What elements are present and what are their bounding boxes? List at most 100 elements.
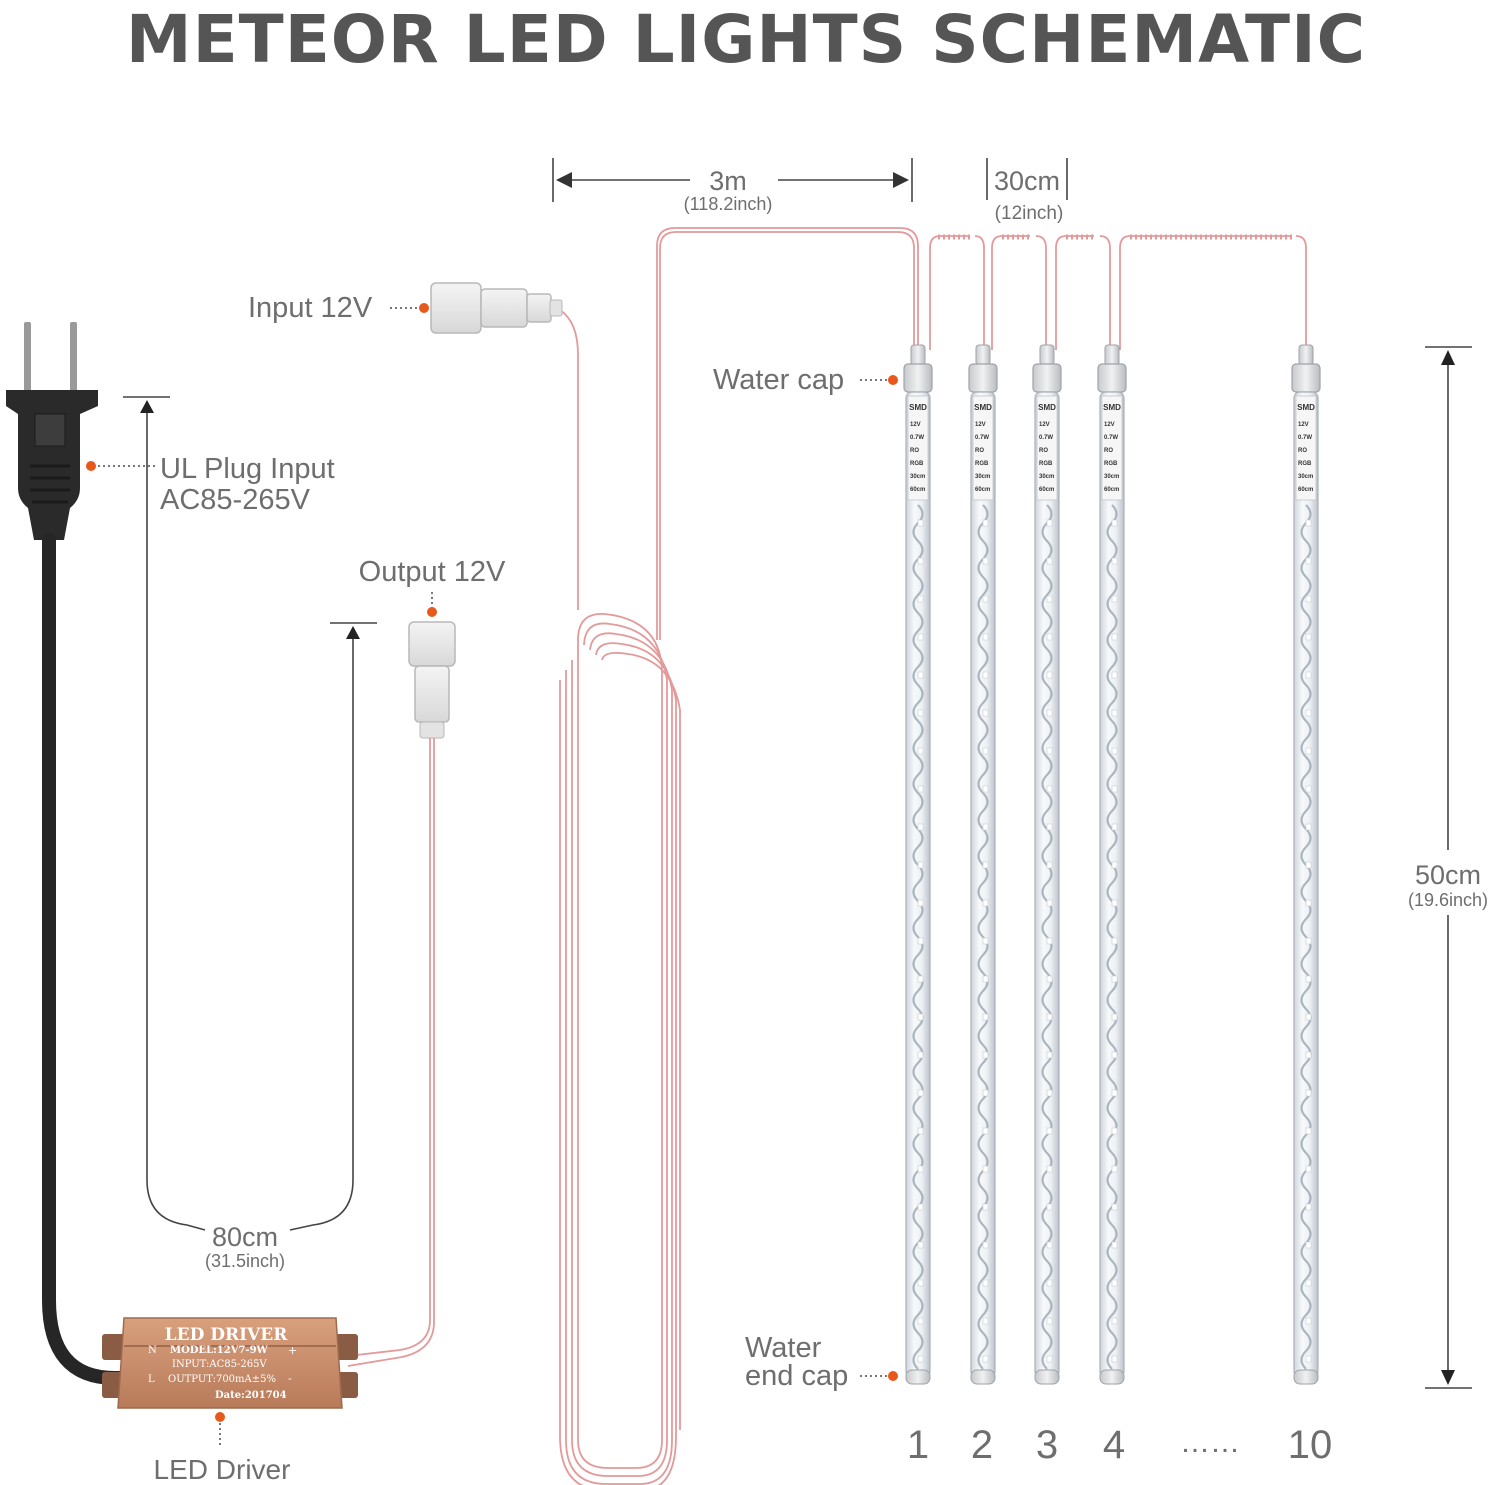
- tube-led-chip: [1305, 1127, 1312, 1135]
- tube-led-chip: [1111, 937, 1118, 945]
- tube-led-chip: [1305, 595, 1312, 603]
- driver-marker-icon: [215, 1412, 225, 1422]
- tube-label-text: 60cm: [1298, 487, 1313, 493]
- water-cap-label: Water cap: [713, 364, 844, 396]
- tube-led-chip: [917, 1051, 924, 1059]
- plug-marker-icon: [86, 461, 96, 471]
- tube-led-chip: [917, 709, 924, 717]
- tube-led-chip: [917, 861, 924, 869]
- tube-led-chip: [1305, 557, 1312, 565]
- tube-twist-strip: [912, 504, 924, 1370]
- water-end-cap: [1293, 1369, 1319, 1385]
- tube-twist-strip: [1106, 504, 1118, 1370]
- tube-cap-nipple: [1298, 344, 1314, 366]
- tube-led-chip: [917, 1013, 924, 1021]
- tube-led-chip: [1111, 519, 1118, 527]
- tube-label-smd: SMD: [1038, 403, 1056, 412]
- led-driver-box: [102, 1317, 358, 1409]
- tube-led-chip: [1305, 1165, 1312, 1173]
- plug-cable-dimension: 80cm (31.5inch): [123, 396, 377, 1271]
- arrow-left-icon: [556, 172, 572, 188]
- tube-led-chip: [982, 899, 989, 907]
- tube-led-chip: [1305, 975, 1312, 983]
- tube-label-text: RGB: [1039, 461, 1053, 467]
- tube-led-chip: [982, 975, 989, 983]
- tube-led-chip: [982, 1317, 989, 1325]
- driver-input: INPUT:AC85-265V: [172, 1359, 267, 1370]
- water-cap: [968, 363, 998, 393]
- spacing-dimension: 30cm (12inch): [986, 158, 1068, 224]
- ul-plug: [6, 322, 135, 1385]
- tube-led-chip: [1046, 557, 1053, 565]
- tube-led-chip: [982, 1241, 989, 1249]
- tube-led-chip: [982, 1051, 989, 1059]
- tube-led-chip: [1111, 1089, 1118, 1097]
- tube-led-chip: [982, 937, 989, 945]
- tube-led-chip: [1046, 1127, 1053, 1135]
- tube-led-chip: [1046, 1013, 1053, 1021]
- driver-date: Date:201704: [215, 1390, 287, 1401]
- tube-led-chip: [1046, 595, 1053, 603]
- tube-led-chip: [1046, 1051, 1053, 1059]
- tube-led-chip: [1111, 785, 1118, 793]
- tube-led-chip: [1046, 1089, 1053, 1097]
- tube-led-chip: [1305, 785, 1312, 793]
- tube-led-chip: [1046, 899, 1053, 907]
- tube-label-strip: [907, 395, 929, 501]
- tube-led-chip: [917, 633, 924, 641]
- tube-led-chip: [1111, 557, 1118, 565]
- tube-led-chip: [1046, 1203, 1053, 1211]
- tube-cap-nipple: [975, 344, 991, 366]
- tube-label-text: 60cm: [1104, 487, 1119, 493]
- tube-number-3: 3: [1036, 1423, 1058, 1467]
- tube-led-chip: [917, 1127, 924, 1135]
- spacing-inch-label: (12inch): [995, 203, 1064, 224]
- plug-label-line1: UL Plug Input: [160, 453, 335, 485]
- coiled-cable: [559, 613, 681, 1485]
- tube-label-text: 30cm: [1104, 474, 1119, 480]
- tube-led-chip: [982, 823, 989, 831]
- tube-number-10: 10: [1288, 1423, 1333, 1467]
- plug-cable-length-label: 80cm: [212, 1222, 278, 1252]
- tube-led-chip: [1046, 671, 1053, 679]
- tube-length-inch-label: (19.6inch): [1408, 890, 1488, 910]
- water-end-cap: [1099, 1369, 1125, 1385]
- tube-number-4: 4: [1103, 1423, 1125, 1467]
- tube-label-strip: [1101, 395, 1123, 501]
- tube-label-text: 12V: [1039, 422, 1050, 428]
- tube-led-chip: [982, 1165, 989, 1173]
- tube-length-dimension: 50cm (19.6inch): [1408, 346, 1488, 1389]
- arrow-right-icon: [893, 172, 909, 188]
- tube-led-chip: [917, 1241, 924, 1249]
- tube-led-chip: [982, 595, 989, 603]
- tube-led-chip: [982, 1127, 989, 1135]
- tube-label-text: 60cm: [1039, 487, 1054, 493]
- tube-led-chip: [982, 709, 989, 717]
- tube-led-chip: [1111, 823, 1118, 831]
- tube-led-chip: [1111, 1317, 1118, 1325]
- tube-label-smd: SMD: [974, 403, 992, 412]
- tube-led-chip: [1111, 1051, 1118, 1059]
- output-marker-icon: [427, 607, 437, 617]
- water-cap-marker-icon: [888, 375, 898, 385]
- tube-twist-strip: [1300, 504, 1312, 1370]
- cable-length-dimension: 3m (118.2inch): [552, 158, 913, 214]
- tube-label-text: 0.7W: [1298, 435, 1312, 441]
- tube-led-chip: [1111, 1013, 1118, 1021]
- tube-cap-nipple: [1104, 344, 1120, 366]
- tube-led-chip: [982, 633, 989, 641]
- tube-led-chip: [1111, 1203, 1118, 1211]
- driver-n-mark: N: [148, 1345, 157, 1356]
- tube-led-chip: [1046, 1317, 1053, 1325]
- tube-led-chip: [1305, 899, 1312, 907]
- diagram-title: METEOR LED LIGHTS SCHEMATIC: [126, 1, 1366, 78]
- tube-led-chip: [982, 861, 989, 869]
- tube-label-text: 30cm: [1039, 474, 1054, 480]
- cable-length-inch-label: (118.2inch): [684, 194, 773, 214]
- tube-led-chip: [1305, 1051, 1312, 1059]
- tube-led-chip: [1046, 975, 1053, 983]
- tube-led-chip: [1046, 633, 1053, 641]
- tube-led-chip: [917, 823, 924, 831]
